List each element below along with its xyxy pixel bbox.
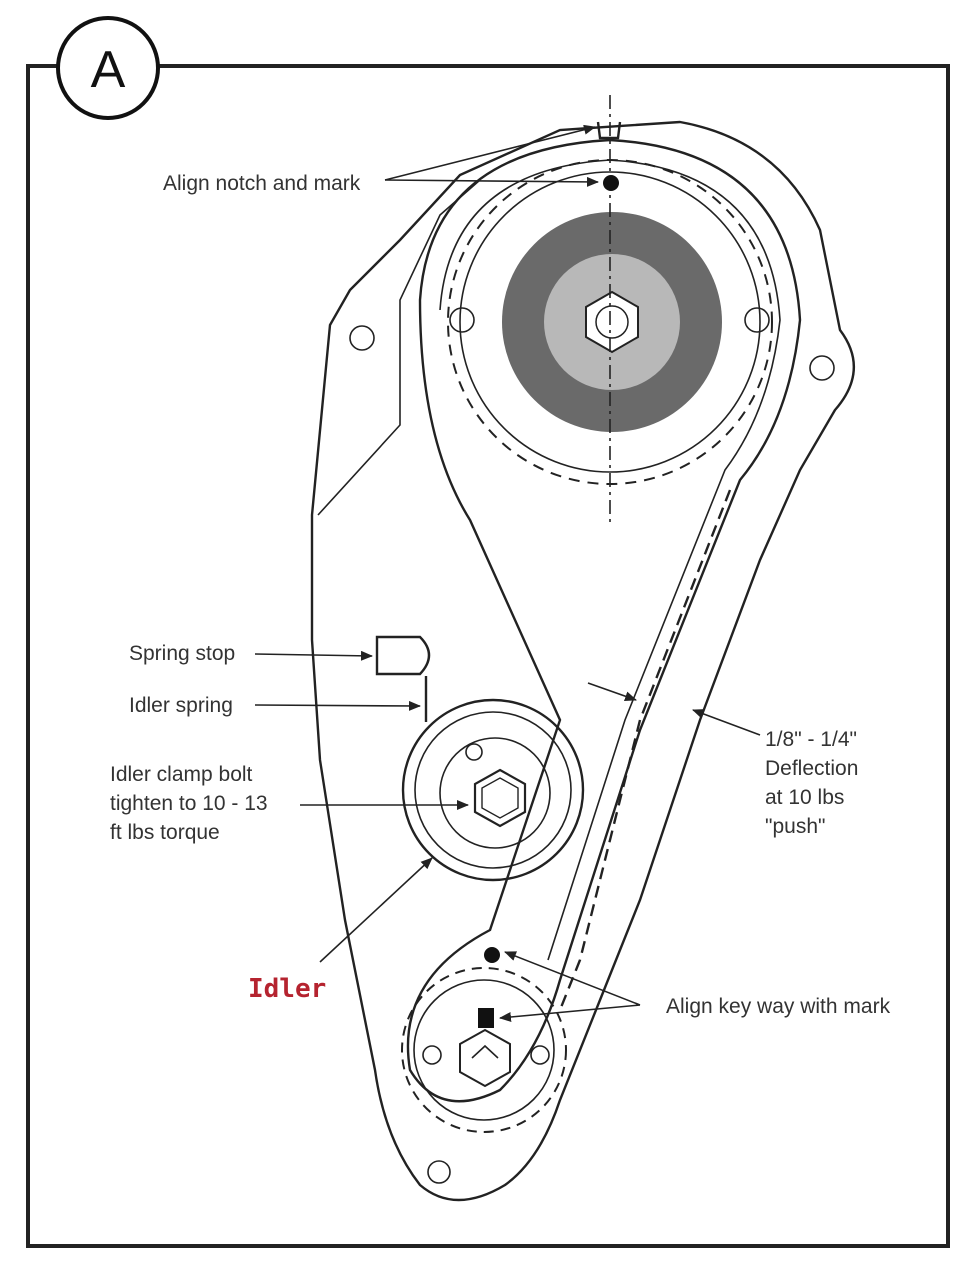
bottom-sprocket-rim [413, 979, 555, 1121]
idler-pulley-mid [414, 711, 572, 869]
housing-notch [596, 121, 622, 140]
leader-keyway-1 [504, 951, 641, 1006]
leader-deflection-a [587, 682, 637, 702]
leader-idler [319, 857, 433, 963]
bottom-sprocket-teeth [401, 967, 567, 1133]
top-sprocket-rim [459, 171, 761, 473]
frame-border [26, 64, 950, 1248]
label-idler: Idler [248, 974, 326, 1004]
label-clamp-bolt-line3: ft lbs torque [110, 821, 220, 844]
svg-text:A: A [91, 41, 126, 99]
bottom-sprocket-hole [530, 1045, 550, 1065]
leader-keyway-2 [499, 1004, 641, 1022]
housing-inner-edge [317, 179, 481, 516]
label-deflection-line1: 1/8" - 1/4" [765, 728, 857, 751]
timing-belt-inner [439, 159, 781, 961]
label-deflection-line2: Deflection [765, 757, 858, 780]
label-clamp-bolt-line2: tighten to 10 - 13 [110, 792, 268, 815]
idler-pulley-inner [439, 737, 551, 849]
top-sprocket-hole [744, 307, 770, 333]
timing-belt-outer [406, 138, 802, 1103]
leader-idler-spring [254, 700, 421, 711]
top-hub-bore [595, 305, 629, 339]
figure-badge: A [56, 16, 160, 120]
label-deflection-line4: "push" [765, 815, 825, 838]
idler-clamp-bolt [473, 768, 527, 828]
crank-nut [459, 1028, 511, 1088]
crank-keyway [471, 1044, 499, 1059]
label-spring-stop: Spring stop [129, 642, 235, 665]
timing-mark-bottom [484, 947, 500, 963]
keyway-mark [478, 1008, 494, 1028]
mount-hole [427, 1160, 451, 1184]
idler-clamp-bolt-inner [481, 777, 519, 819]
label-clamp-bolt-line1: Idler clamp bolt [110, 763, 253, 786]
label-deflection-line3: at 10 lbs [765, 786, 844, 809]
bottom-sprocket-hole [422, 1045, 442, 1065]
leader-align-notch-1 [384, 124, 596, 181]
mount-hole [349, 325, 375, 351]
idler-pulley-outer [401, 698, 585, 882]
leader-spring-stop [254, 650, 373, 661]
timing-mark-top [603, 175, 619, 191]
belt-deflected-dashed [558, 489, 732, 1011]
leader-align-notch-2 [384, 176, 599, 187]
label-align-keyway: Align key way with mark [666, 995, 891, 1018]
idler-small-hole [465, 743, 483, 761]
housing-outline [310, 120, 855, 1202]
leader-deflection-b [692, 709, 761, 736]
label-align-notch: Align notch and mark [163, 172, 361, 195]
top-sprocket-hole [449, 307, 475, 333]
mount-hole [809, 355, 835, 381]
spring-stop [375, 635, 431, 676]
label-idler-spring: Idler spring [129, 694, 233, 717]
